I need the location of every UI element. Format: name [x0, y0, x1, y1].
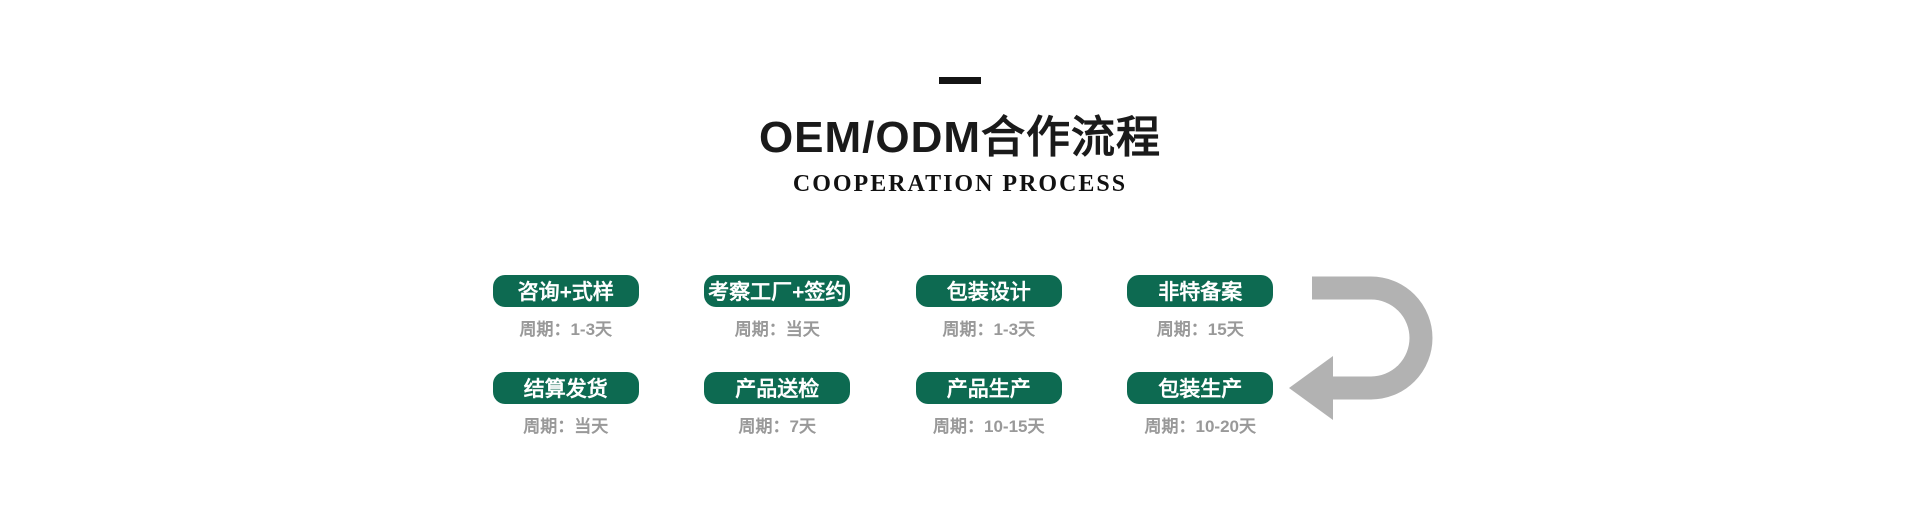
process-step-2: 考察工厂+签约 周期：当天: [672, 275, 884, 340]
step-period-text: 周期：10-15天: [933, 417, 1045, 436]
step-period-text: 周期：当天: [734, 320, 820, 339]
step-period-text: 周期：15天: [1156, 320, 1244, 339]
step-pill-label: 考察工厂+签约: [704, 275, 851, 307]
u-turn-left-arrow-icon: [1283, 270, 1435, 424]
page-title: OEM/ODM合作流程: [758, 113, 1162, 162]
step-pill-label: 非特备案: [1127, 275, 1274, 307]
process-step-8: 包装生产 周期：10-20天: [1095, 372, 1307, 437]
process-step-1: 咨询+式样 周期：1-3天: [460, 275, 672, 340]
step-period-text: 周期：当天: [523, 417, 609, 436]
step-pill-label: 包装设计: [915, 275, 1062, 307]
process-step-6: 产品送检 周期：7天: [672, 372, 884, 437]
step-pill-label: 包装生产: [1127, 372, 1274, 404]
step-pill-label: 产品送检: [704, 372, 851, 404]
process-step-4: 非特备案 周期：15天: [1095, 275, 1307, 340]
process-steps-grid: 咨询+式样 周期：1-3天 考察工厂+签约 周期：当天 包装设计 周期：1-3天…: [460, 275, 1306, 437]
process-step-3: 包装设计 周期：1-3天: [883, 275, 1095, 340]
title-dash: [939, 77, 981, 84]
step-pill-label: 产品生产: [915, 372, 1062, 404]
page-subtitle: COOPERATION PROCESS: [792, 171, 1128, 197]
process-step-5: 结算发货 周期：当天: [460, 372, 672, 437]
step-period-text: 周期：1-3天: [942, 320, 1036, 339]
step-pill-label: 结算发货: [492, 372, 639, 404]
step-period-text: 周期：7天: [738, 417, 816, 436]
step-period-text: 周期：10-20天: [1144, 417, 1256, 436]
step-pill-label: 咨询+式样: [492, 275, 639, 307]
step-period-text: 周期：1-3天: [519, 320, 613, 339]
process-step-7: 产品生产 周期：10-15天: [883, 372, 1095, 437]
